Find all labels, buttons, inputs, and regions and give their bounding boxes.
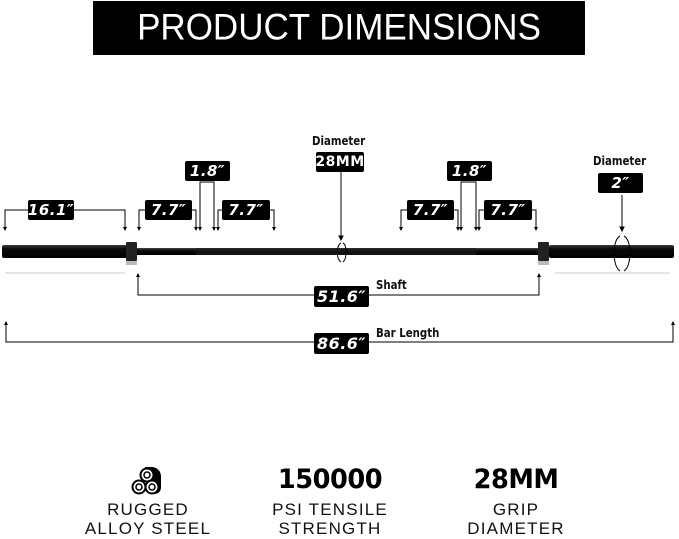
sleeve-diameter-tag: 2″ bbox=[598, 173, 643, 193]
left-sleeve-length-tag: 16.1″ bbox=[27, 200, 75, 220]
feature-line-2: STRENGTH bbox=[278, 519, 382, 538]
feature-tensile-strength: 150000 PSI TENSILE STRENGTH bbox=[250, 462, 410, 538]
feature-rugged-alloy-steel: RUGGED ALLOY STEEL bbox=[68, 462, 228, 538]
shaft-diameter-tag: 28MM bbox=[315, 152, 365, 172]
bar-length-tag: 86.6″ bbox=[314, 333, 369, 354]
right-outer-knurl-tag: 7.7″ bbox=[484, 200, 532, 220]
right-center-gap-bracket bbox=[460, 181, 477, 228]
feature-line-1: GRIP bbox=[492, 500, 540, 519]
shaft-diameter-indicator bbox=[336, 172, 347, 263]
left-inner-knurl-tag: 7.7″ bbox=[222, 200, 270, 220]
sleeve-diameter-indicator bbox=[613, 195, 631, 272]
shaft-label: Shaft bbox=[376, 278, 407, 292]
left-center-gap-bracket bbox=[199, 181, 215, 228]
feature-line-2: DIAMETER bbox=[467, 519, 565, 538]
steel-rods-icon bbox=[131, 467, 161, 495]
feature-grip-diameter: 28MM GRIP DIAMETER bbox=[436, 462, 596, 538]
right-center-gap-tag: 1.8″ bbox=[447, 161, 492, 181]
sleeve-diameter-label: Diameter bbox=[593, 154, 647, 168]
right-sleeve bbox=[549, 245, 674, 258]
left-collar bbox=[126, 242, 137, 261]
page-title: PRODUCT DIMENSIONS bbox=[137, 7, 541, 48]
page-title-banner: PRODUCT DIMENSIONS bbox=[93, 1, 585, 55]
bar-length-label: Bar Length bbox=[376, 326, 440, 340]
barbell-diagram bbox=[2, 172, 675, 343]
feature-line-1: PSI TENSILE bbox=[272, 500, 388, 519]
right-collar bbox=[538, 242, 549, 261]
right-inner-knurl-tag: 7.7″ bbox=[407, 200, 454, 220]
feature-line-1: RUGGED bbox=[107, 500, 189, 519]
feature-line-2: ALLOY STEEL bbox=[84, 519, 212, 538]
feature-value: 28MM bbox=[473, 464, 559, 495]
left-sleeve bbox=[2, 245, 127, 258]
feature-value: 150000 bbox=[277, 464, 383, 495]
shaft-length-tag: 51.6″ bbox=[314, 286, 369, 307]
left-center-gap-tag: 1.8″ bbox=[185, 161, 230, 181]
left-outer-knurl-tag: 7.7″ bbox=[145, 200, 192, 220]
shaft-diameter-label: Diameter bbox=[312, 134, 366, 148]
